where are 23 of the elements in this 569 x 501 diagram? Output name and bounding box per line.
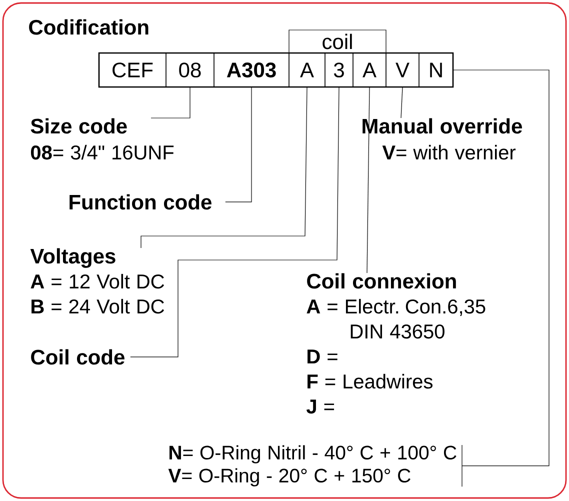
code-box: 3 bbox=[324, 52, 354, 88]
description-text: Coil code bbox=[31, 349, 124, 365]
title: Codification bbox=[29, 19, 148, 35]
leader-line bbox=[130, 87, 340, 358]
leader-line bbox=[400, 87, 403, 118]
description-text: Function code bbox=[70, 194, 212, 210]
leader-line bbox=[140, 87, 308, 248]
description-text: Voltages A = 12 Volt DC B = 24 Volt DC bbox=[30, 248, 164, 314]
code-box: V bbox=[386, 52, 420, 88]
leader-line bbox=[150, 87, 190, 118]
code-box: A bbox=[288, 52, 326, 88]
leader-line bbox=[453, 70, 550, 466]
code-box: A bbox=[352, 52, 386, 88]
group-label-box: coil bbox=[288, 30, 386, 54]
node-label: CEF bbox=[112, 62, 153, 78]
code-box: 08 bbox=[166, 52, 214, 88]
description-text: Size code 08= 3/4" 16UNF bbox=[30, 118, 174, 160]
description-text: N= O-Ring Nitril - 40° C + 100° C V= O-Ring - 20° C + 150° C bbox=[168, 445, 456, 486]
leader-line bbox=[366, 87, 370, 274]
description-text: Coil connexion A = Electr. Con.6,35 DIN 43650 D = F = Leadwires J = bbox=[306, 273, 486, 414]
code-box: N bbox=[418, 52, 454, 88]
code-box: A303 bbox=[214, 52, 290, 88]
leader-line bbox=[225, 87, 252, 202]
